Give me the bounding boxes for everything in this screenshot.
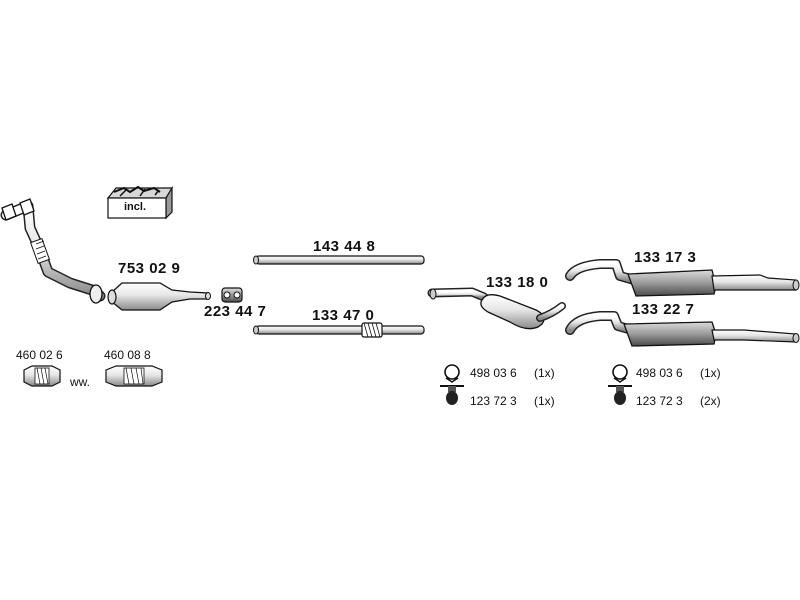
clamp-icon (612, 364, 628, 383)
rear-silencer-upper-icon (565, 259, 800, 297)
part-number-pipe-lower[interactable]: 133 47 0 (312, 307, 375, 324)
rear-silencer-lower-icon (565, 311, 800, 347)
middle-silencer-icon (427, 287, 566, 330)
accessory-right-mount-qty: (2x) (700, 394, 721, 408)
kit-box-label: incl. (124, 201, 147, 213)
ww-label: ww. (70, 375, 91, 389)
accessory-left-mount-qty: (1x) (534, 394, 555, 408)
rubber-mount-icon (608, 385, 632, 405)
part-number-rear-silencer-upper[interactable]: 133 17 3 (634, 249, 697, 266)
accessory-left-clamp-qty: (1x) (534, 366, 555, 380)
part-number-gasket-a[interactable]: 460 02 6 (16, 348, 63, 362)
front-downpipe-icon (0, 198, 106, 304)
accessory-right-clamp-qty: (1x) (700, 366, 721, 380)
rubber-mount-icon (440, 385, 464, 405)
accessory-right-mount-part[interactable]: 123 72 3 (636, 394, 683, 408)
part-number-gasket-b[interactable]: 460 08 8 (104, 348, 151, 362)
mounting-kit-box-icon (106, 185, 174, 220)
part-number-flange[interactable]: 223 44 7 (204, 303, 267, 320)
accessory-left-mount-part[interactable]: 123 72 3 (470, 394, 517, 408)
gasket-a-icon (23, 365, 61, 387)
clamp-icon (444, 364, 460, 383)
accessory-left-clamp-part[interactable]: 498 03 6 (470, 366, 517, 380)
catalytic-converter-icon (107, 282, 211, 311)
gasket-b-icon (105, 365, 163, 387)
flange-icon (221, 287, 243, 303)
intermediate-pipe-lower-icon (253, 322, 425, 338)
part-number-rear-silencer-lower[interactable]: 133 22 7 (632, 301, 695, 318)
intermediate-pipe-upper-icon (253, 255, 425, 265)
part-number-middle-silencer[interactable]: 133 18 0 (486, 274, 549, 291)
accessory-right-clamp-part[interactable]: 498 03 6 (636, 366, 683, 380)
part-number-front-pipe-cat[interactable]: 753 02 9 (118, 260, 181, 277)
part-number-pipe-upper[interactable]: 143 44 8 (313, 238, 376, 255)
